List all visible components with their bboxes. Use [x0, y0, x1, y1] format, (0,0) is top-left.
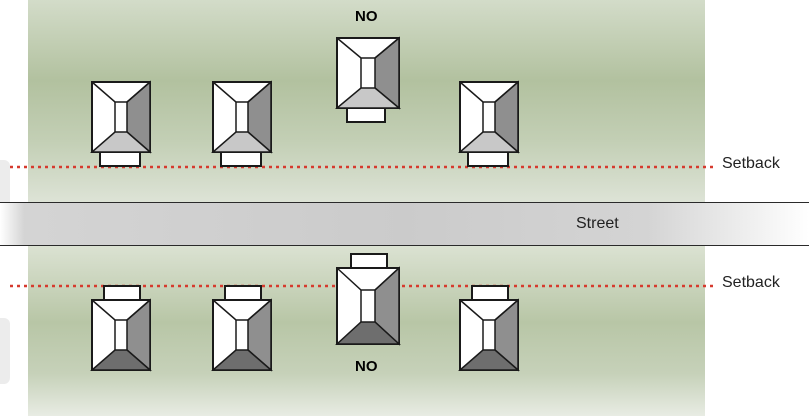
house-top-2: [210, 80, 274, 167]
no-label-top: NO: [355, 8, 378, 25]
house-bottom-2: [210, 285, 274, 372]
house-top-setback-violation: [334, 36, 402, 123]
left-edge-decoration: [0, 318, 10, 384]
setback-label-bottom: Setback: [722, 274, 780, 291]
setback-label-top: Setback: [722, 155, 780, 172]
house-top-1: [89, 80, 153, 167]
house-bottom-1: [89, 285, 153, 372]
house-top-3: [457, 80, 521, 167]
house-bottom-3: [457, 285, 521, 372]
no-label-bottom: NO: [355, 358, 378, 375]
house-bottom-setback-violation: [335, 253, 401, 346]
street-label: Street: [576, 215, 619, 232]
left-edge-decoration: [0, 160, 10, 218]
street: [0, 202, 809, 246]
